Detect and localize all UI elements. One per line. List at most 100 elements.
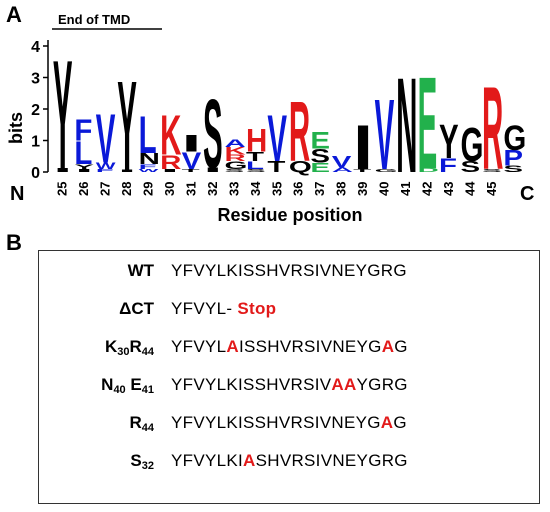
construct-label: R44 [129, 413, 154, 434]
x-tick-label: 34 [248, 181, 263, 196]
x-tick-label: 29 [141, 182, 156, 196]
sequence-segment: YFVYL [171, 337, 227, 356]
panel-a-letter: A [6, 2, 22, 27]
sequence-row: S32 YFVYLKIASHVRSIVNEYGRG [39, 451, 539, 481]
logo-letter-F: F [74, 114, 92, 148]
logo-letter-A: A [224, 137, 245, 149]
c-terminus-label: C [520, 183, 534, 205]
logo-letter-N: N [139, 150, 160, 167]
logo-letter-T: T [353, 168, 371, 173]
mutated-residue: AA [331, 375, 357, 394]
logo-letter-S: S [224, 168, 244, 173]
logo-letter-I: I [117, 169, 137, 173]
logo-letter-P: P [503, 147, 523, 171]
x-tick-label: 25 [55, 182, 70, 196]
logo-letter-W: W [96, 161, 117, 171]
logo-letter-S: S [203, 79, 223, 189]
logo-letter-A: A [332, 166, 353, 173]
tmd-label: End of TMD [58, 12, 130, 27]
x-tick-label: 39 [355, 182, 370, 196]
y-axis-label: bits [6, 112, 26, 144]
logo-letter-I: I [182, 130, 202, 157]
logo-letter-V: V [182, 147, 202, 174]
construct-label: S32 [130, 451, 154, 472]
construct-sequence: YFVYLKISSHVRSIVNEYGAG [171, 413, 407, 433]
logo-letter-K: K [160, 103, 181, 167]
logo-letter-D: D [418, 168, 439, 174]
logo-letter-Q: Q [289, 158, 312, 175]
logo-letter-I: I [203, 166, 223, 173]
logo-letter-V: V [375, 78, 395, 191]
logo-letter-L: L [139, 106, 157, 165]
x-tick-label: 28 [119, 182, 134, 196]
logo-letter-E: E [418, 51, 438, 197]
x-tick-label: 42 [419, 182, 434, 196]
logo-letter-G: G [375, 168, 398, 173]
construct-sequence: YFVYLKIASHVRSIVNEYGRG [171, 451, 408, 471]
logo-letter-I: I [53, 167, 73, 173]
sequence-segment: SHVRSIVNEYGRG [255, 451, 408, 470]
sequence-segment: ISSHVRSIVNEYG [238, 337, 382, 356]
sequence-segment: YFVYLKISSHVRSIV [171, 375, 332, 394]
x-tick-label: 41 [398, 182, 413, 196]
y-tick-label: 4 [31, 39, 40, 56]
logo-letter-G: G [224, 159, 247, 171]
x-tick-label: 38 [334, 182, 349, 196]
logo-letter-S: S [310, 145, 330, 167]
sequence-segment: YFVYLKI [171, 451, 244, 470]
construct-label: K30R44 [104, 337, 154, 358]
sequence-segment: G [394, 337, 408, 356]
construct-label: N40 E41 [101, 375, 154, 396]
logo-letter-S: S [482, 168, 502, 173]
logo-letter-W: W [139, 168, 160, 173]
logo-letter-R: R [482, 63, 503, 195]
logo-letter-V: V [267, 102, 287, 176]
logo-letter-I: I [353, 112, 373, 183]
x-tick-label: 32 [205, 182, 220, 196]
x-tick-label: 30 [162, 182, 177, 196]
y-tick-label: 2 [31, 102, 40, 119]
x-axis-label: Residue position [217, 205, 362, 225]
x-tick-label: 31 [183, 182, 198, 196]
panel-b-letter: B [6, 230, 22, 255]
logo-letter-V: V [332, 153, 352, 172]
logo-letter-Y: Y [439, 116, 459, 169]
logo-letter-F: F [139, 163, 157, 170]
logo-letter-E: E [310, 127, 330, 154]
logo-letter-R: R [289, 83, 310, 179]
x-tick-label: 37 [312, 182, 327, 196]
y-tick-label: 1 [31, 134, 40, 151]
construct-sequence: YFVYL- Stop [171, 299, 276, 319]
logo-letter-I: I [74, 168, 94, 173]
logo-letter-F: F [96, 168, 114, 173]
x-tick-label: 44 [462, 181, 477, 196]
n-terminus-label: N [10, 183, 24, 205]
y-tick-label: 3 [31, 71, 40, 88]
logo-letter-G: G [503, 119, 526, 158]
x-tick-label: 26 [76, 182, 91, 196]
mutated-residue: A [226, 337, 239, 356]
logo-letter-E: E [310, 160, 330, 175]
x-tick-label: 27 [98, 182, 113, 196]
logo-letter-I: I [160, 168, 180, 173]
logo-letter-T: T [182, 168, 200, 173]
x-tick-label: 35 [269, 182, 284, 196]
logo-letter-G: G [460, 119, 483, 172]
logo-letter-R: R [160, 152, 181, 174]
logo-letter-F: F [439, 155, 457, 177]
construct-sequence: YFVYLKISSHVRSIVNEYGRG [171, 261, 407, 281]
logo-letter-Y: Y [53, 28, 73, 202]
sequence-segment: YFVYLKISSHVRSIVNEYGRG [171, 261, 407, 280]
logo-letter-S: S [503, 164, 523, 174]
logo-letter-S: S [246, 168, 266, 173]
sequence-segment: YFVYL- [171, 299, 238, 318]
